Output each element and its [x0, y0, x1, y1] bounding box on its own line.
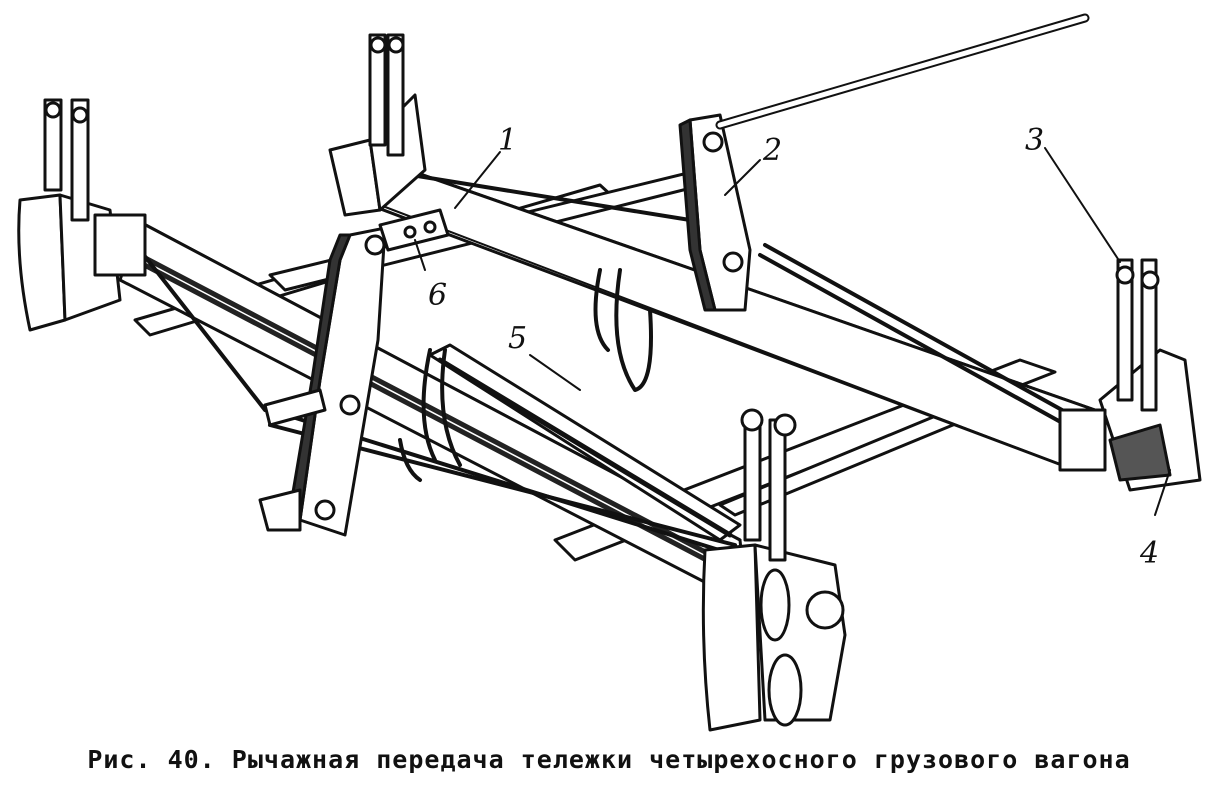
callout-2: 2 [762, 133, 782, 168]
vertical-lever-2 [678, 113, 752, 312]
callout-5: 5 [508, 321, 527, 356]
callout-4: 4 [1139, 536, 1159, 571]
middle-rod-5 [428, 343, 742, 542]
callout-leaders [414, 147, 1171, 516]
hand-brake-rod [715, 13, 1090, 130]
beam-end-blocks [93, 213, 1107, 472]
brake-shoe-left-rear [17, 98, 122, 332]
callout-1: 1 [498, 123, 517, 158]
callout-3: 3 [1025, 123, 1044, 158]
vertical-lever-6 [258, 226, 387, 537]
brake-shoe-rear-center [328, 33, 427, 217]
callout-6: 6 [428, 278, 447, 313]
figure-caption: Рис. 40. Рычажная передача тележки четыр… [87, 745, 1131, 774]
connecting-plate [378, 208, 450, 252]
brake-shoe-right-3-4 [1098, 258, 1202, 492]
hanger-clamps [398, 268, 653, 482]
brake-shoe-front-large [701, 408, 847, 732]
